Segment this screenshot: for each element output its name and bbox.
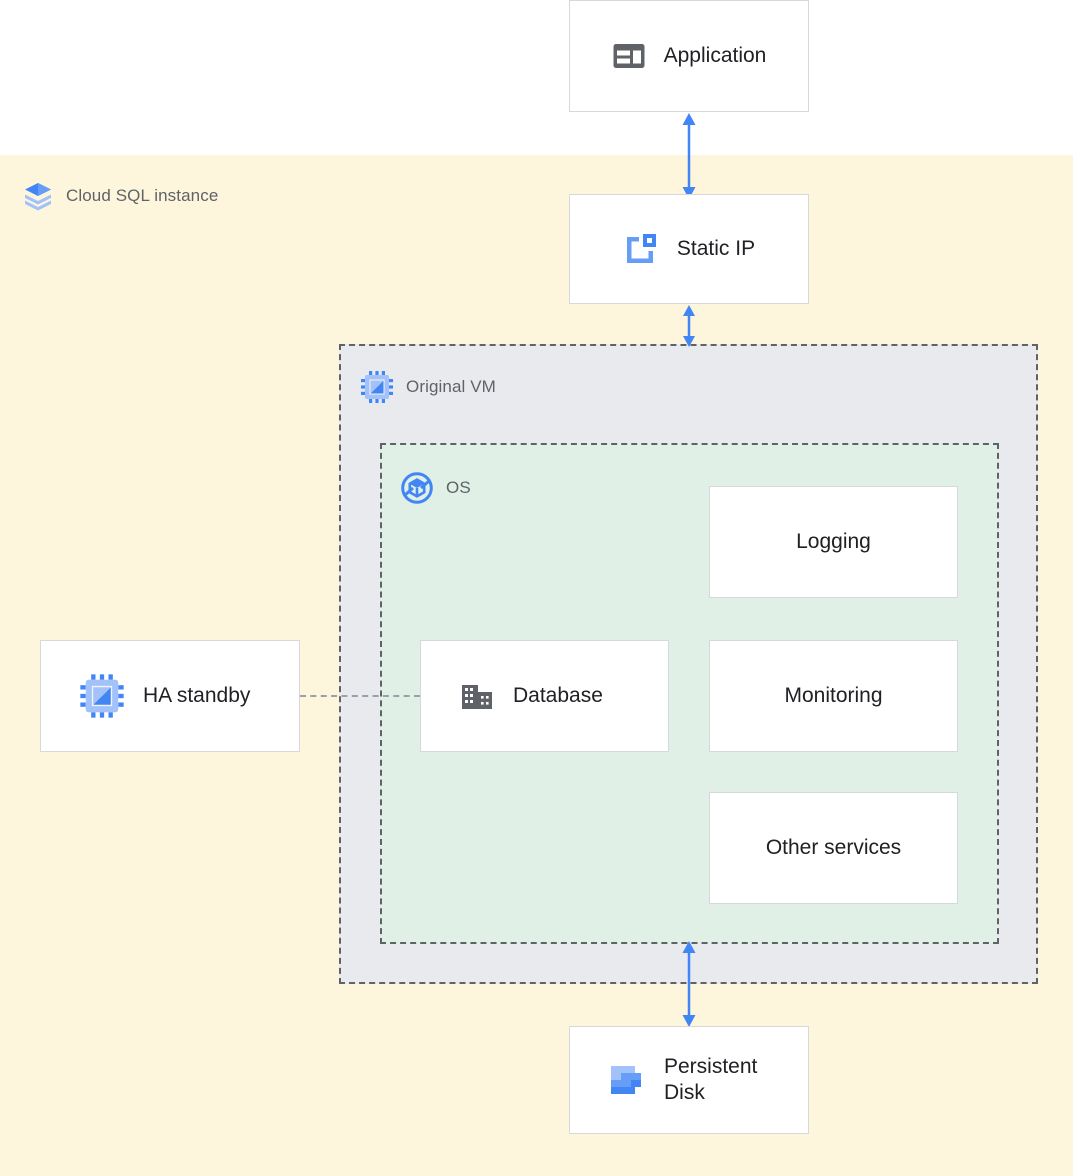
node-label: Monitoring xyxy=(784,683,883,707)
region-label-text: OS xyxy=(446,478,471,497)
node-label: Other services xyxy=(765,835,902,859)
region-label-original-vm: Original VM xyxy=(360,370,496,404)
os-container-icon xyxy=(400,471,434,505)
node-label: Persistent Disk xyxy=(664,1054,758,1104)
arrow-os-to-persistent-disk xyxy=(669,940,709,1028)
connector-ha-standby-to-database xyxy=(300,695,420,697)
node-ha-standby[interactable]: HA standby xyxy=(40,640,300,752)
static-ip-icon xyxy=(623,231,659,267)
node-logging[interactable]: Logging xyxy=(709,486,958,598)
vm-chip-icon xyxy=(79,673,125,719)
database-building-icon xyxy=(459,678,495,714)
region-label-os: OS xyxy=(400,471,471,505)
cloud-sql-layers-icon xyxy=(22,180,54,212)
node-monitoring[interactable]: Monitoring xyxy=(709,640,958,752)
node-static-ip[interactable]: Static IP xyxy=(569,194,809,304)
application-window-icon xyxy=(612,39,646,73)
persistent-disk-icon xyxy=(608,1061,646,1099)
vm-chip-icon xyxy=(360,370,394,404)
node-persistent-disk[interactable]: Persistent Disk xyxy=(569,1026,809,1134)
node-label: Static IP xyxy=(676,236,756,260)
node-application[interactable]: Application xyxy=(569,0,809,112)
node-label: Application xyxy=(663,43,767,67)
node-label: Logging xyxy=(796,529,871,553)
node-database[interactable]: Database xyxy=(420,640,669,752)
region-label-text: Original VM xyxy=(406,377,496,396)
node-label: HA standby xyxy=(143,683,251,707)
node-label: Database xyxy=(513,683,603,707)
region-label-text: Cloud SQL instance xyxy=(66,186,219,205)
node-other-services[interactable]: Other services xyxy=(709,792,958,904)
region-label-cloud-sql-instance: Cloud SQL instance xyxy=(22,180,218,212)
arrow-application-to-static-ip xyxy=(669,112,709,200)
arrow-static-ip-to-original-vm xyxy=(669,304,709,348)
